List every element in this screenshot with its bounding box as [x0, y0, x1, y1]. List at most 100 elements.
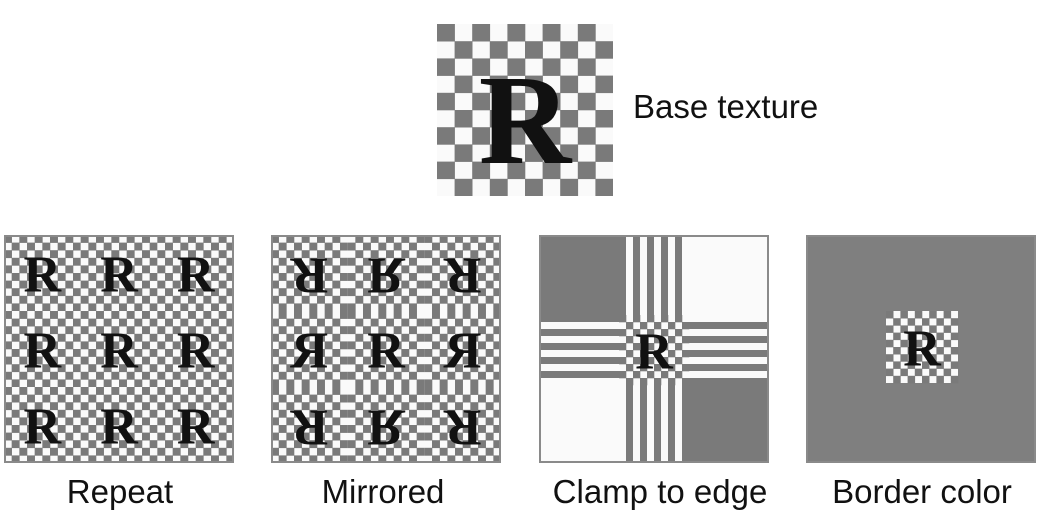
checker-pattern	[437, 24, 613, 196]
corner-bottom-right	[689, 385, 769, 463]
glyph-r: R	[289, 399, 328, 456]
edge-stripe-left	[539, 364, 619, 372]
glyph-r: R	[100, 323, 139, 380]
glyph-r: R	[442, 399, 481, 456]
tile	[4, 311, 81, 388]
clamp-to-edge-panel: R	[539, 235, 769, 463]
edge-stripe-left	[539, 371, 619, 379]
edge-stripe-bottom	[675, 385, 683, 463]
edge-stripe-top	[640, 235, 648, 315]
center-tile	[619, 315, 690, 386]
edge-stripe-left	[539, 350, 619, 358]
edge-stripe-top	[654, 235, 662, 315]
glyph-r: R	[177, 247, 216, 304]
edge-stripe-top	[626, 235, 634, 315]
edge-stripe-bottom	[668, 385, 676, 463]
glyph-r: R	[289, 247, 328, 304]
tile	[4, 387, 81, 463]
clamp-to-edge-label: Clamp to edge	[552, 473, 768, 510]
glyph-r: R	[24, 399, 63, 456]
glyph-r: R	[289, 323, 328, 380]
tile	[271, 311, 348, 388]
tile	[80, 387, 158, 463]
edge-stripe-top	[619, 235, 627, 315]
border-color-label: Border color	[832, 473, 1012, 510]
edge-stripe-bottom	[626, 385, 634, 463]
tile	[424, 235, 501, 312]
edge-stripe-bottom	[682, 385, 690, 463]
glyph-r: R	[903, 321, 942, 378]
edge-stripe-left	[539, 322, 619, 330]
tile	[347, 387, 425, 463]
glyph-r: R	[100, 247, 139, 304]
tile	[271, 235, 348, 312]
edge-stripe-bottom	[661, 385, 669, 463]
edge-stripe-right	[689, 350, 769, 358]
glyph-r: R	[442, 323, 481, 380]
tile	[424, 311, 501, 388]
edge-stripe-left	[539, 329, 619, 337]
panel-frame	[271, 235, 501, 463]
center-tile	[886, 311, 959, 384]
edge-stripe-top	[675, 235, 683, 315]
edge-stripe-right	[689, 371, 769, 379]
panel-frame	[806, 235, 1036, 463]
edge-stripe-left	[539, 357, 619, 365]
edge-stripe-left	[539, 378, 619, 386]
mirrored-label: Mirrored	[321, 473, 445, 510]
base-texture-image: R	[437, 24, 613, 196]
edge-stripe-right	[689, 364, 769, 372]
base-texture-label: Base texture	[633, 88, 819, 125]
tile	[157, 311, 234, 388]
edge-stripe-top	[633, 235, 641, 315]
edge-stripe-right	[689, 357, 769, 365]
glyph-r: R	[177, 323, 216, 380]
edge-stripe-right	[689, 378, 769, 386]
tile	[424, 387, 501, 463]
tile	[347, 235, 425, 312]
edge-stripe-left	[539, 315, 619, 323]
edge-stripe-left	[539, 343, 619, 351]
edge-stripe-top	[661, 235, 669, 315]
glyph-r: R	[367, 323, 406, 380]
tile	[271, 387, 348, 463]
tile	[80, 235, 158, 312]
edge-stripe-bottom	[640, 385, 648, 463]
panel-frame	[539, 235, 769, 463]
glyph-r: R	[100, 399, 139, 456]
corner-top-right	[689, 235, 769, 315]
tile	[157, 387, 234, 463]
tile	[80, 311, 158, 388]
edge-stripe-bottom	[633, 385, 641, 463]
edge-stripe-bottom	[654, 385, 662, 463]
corner-bottom-left	[539, 385, 619, 463]
tile	[157, 235, 234, 312]
glyph-r: R	[442, 247, 481, 304]
edge-stripe-top	[682, 235, 690, 315]
glyph-r: R	[635, 324, 674, 381]
edge-stripe-bottom	[619, 385, 627, 463]
edge-stripe-bottom	[647, 385, 655, 463]
glyph-r: R	[367, 247, 406, 304]
repeat-label: Repeat	[66, 473, 174, 510]
edge-stripe-right	[689, 329, 769, 337]
edge-stripe-right	[689, 322, 769, 330]
glyph-r: R	[24, 247, 63, 304]
glyph-r: R	[367, 399, 406, 456]
edge-stripe-top	[668, 235, 676, 315]
edge-stripe-right	[689, 343, 769, 351]
edge-stripe-left	[539, 336, 619, 344]
panel-frame	[4, 235, 234, 463]
edge-stripe-top	[647, 235, 655, 315]
tile	[4, 235, 81, 312]
glyph-r: R	[24, 323, 63, 380]
tile	[347, 311, 425, 388]
corner-top-left	[539, 235, 619, 315]
glyph-r: R	[479, 49, 573, 191]
glyph-r: R	[177, 399, 216, 456]
edge-stripe-right	[689, 315, 769, 323]
edge-stripe-right	[689, 336, 769, 344]
border-color-panel: R	[806, 235, 1036, 463]
